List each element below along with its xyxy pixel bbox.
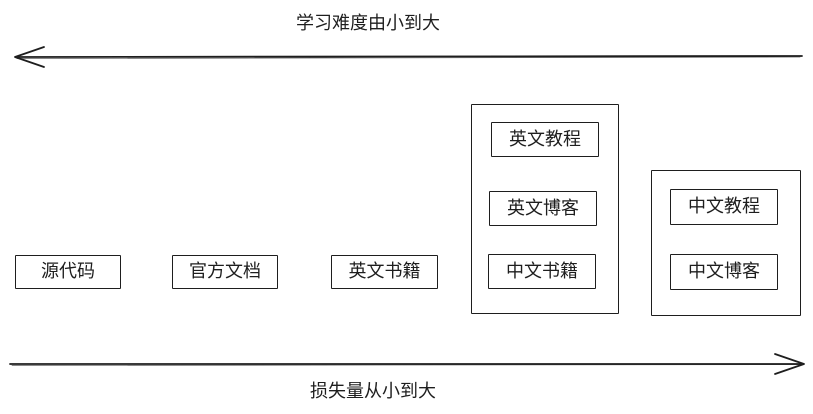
bottom-arrowhead	[774, 353, 805, 375]
chinese-tutorial-box: 中文教程	[670, 189, 778, 225]
source-code-label: 源代码	[41, 261, 95, 282]
top-arrowhead	[14, 46, 45, 68]
english-blog-label: 英文博客	[507, 197, 579, 219]
top-arrow-line	[15, 55, 803, 58]
source-code-box: 源代码	[15, 255, 121, 289]
top-arrow-line-sketch	[16, 56, 801, 59]
bottom-arrow-label: 损失量从小到大	[310, 381, 436, 402]
english-books-label: 英文书籍	[348, 261, 421, 282]
chinese-books-label: 中文书籍	[506, 260, 578, 282]
bottom-arrow-line-sketch	[11, 364, 802, 366]
chinese-resources-group	[651, 170, 801, 316]
chinese-blog-label: 中文博客	[688, 261, 760, 282]
english-tutorial-label: 英文教程	[509, 128, 581, 150]
chinese-books-box: 中文书籍	[488, 254, 596, 289]
official-docs-label: 官方文档	[189, 261, 261, 282]
english-books-box: 英文书籍	[331, 255, 438, 289]
chinese-blog-box: 中文博客	[670, 254, 778, 290]
official-docs-box: 官方文档	[172, 255, 278, 289]
english-tutorial-box: 英文教程	[491, 122, 599, 157]
chinese-tutorial-label: 中文教程	[688, 196, 760, 217]
english-blog-box: 英文博客	[489, 191, 597, 226]
top-arrow-label: 学习难度由小到大	[296, 13, 440, 34]
english-resources-group	[471, 104, 619, 314]
